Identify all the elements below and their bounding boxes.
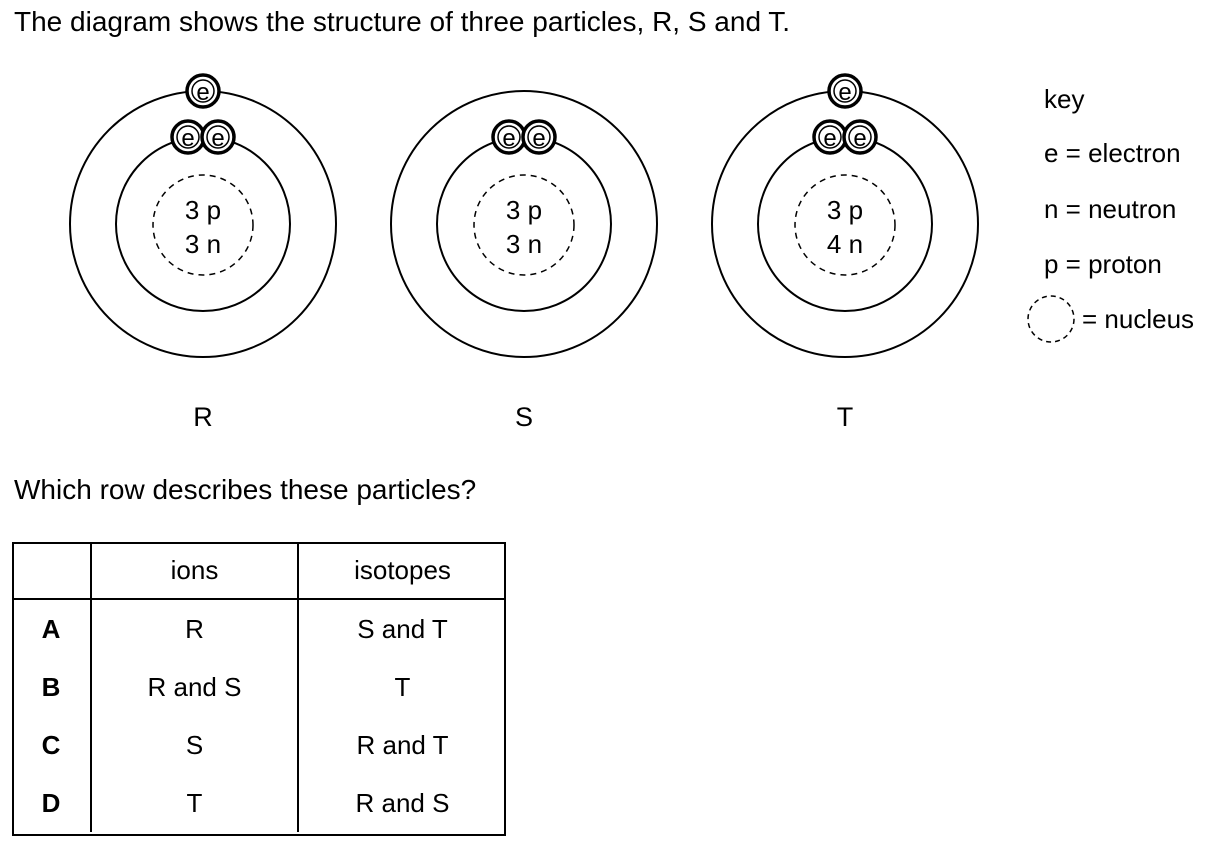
row-isotopes: R and S: [355, 787, 450, 818]
proton-count: 3 p: [506, 195, 542, 225]
electron: e: [521, 119, 557, 155]
table-row: B R and S T: [12, 658, 506, 716]
particle-s: 3 p 3 n e e S: [390, 90, 658, 432]
table-row: A R S and T: [12, 599, 506, 658]
proton-count: 3 p: [185, 195, 221, 225]
electron: e: [812, 119, 848, 155]
electron: e: [842, 119, 878, 155]
electron: e: [185, 73, 221, 109]
svg-text:e: e: [502, 125, 515, 152]
table-row: D T R and S: [12, 774, 506, 832]
electron: e: [827, 73, 863, 109]
answer-table: ions isotopes A R S and T B R and S T C …: [12, 542, 506, 832]
key-neutron: n = neutron: [1044, 194, 1177, 224]
key-nucleus: = nucleus: [1082, 304, 1195, 334]
row-ions: T: [91, 774, 299, 832]
row-isotopes: R and T: [356, 729, 449, 760]
svg-text:e: e: [196, 79, 209, 106]
particle-label: S: [515, 402, 533, 432]
key-nucleus-icon: [1027, 295, 1075, 343]
svg-text:e: e: [853, 125, 866, 152]
svg-text:e: e: [211, 125, 224, 152]
proton-count: 3 p: [827, 195, 863, 225]
nucleus: [794, 174, 896, 276]
row-isotopes: T: [394, 671, 411, 702]
table-header-isotopes: isotopes: [298, 542, 506, 600]
row-ions: R: [91, 599, 299, 658]
svg-text:e: e: [532, 125, 545, 152]
particle-diagram: 3 p 3 n e e e R 3 p 3 n e: [69, 73, 1075, 432]
table-row: C S R and T: [12, 716, 506, 774]
table-header-ions: ions: [91, 542, 299, 600]
neutron-count: 4 n: [827, 229, 863, 259]
table-header-blank: [12, 542, 92, 600]
key-title: key: [1044, 84, 1085, 114]
table-header-row: ions isotopes: [12, 542, 506, 600]
row-letter: D: [12, 774, 92, 832]
svg-text:e: e: [823, 125, 836, 152]
intro-text: The diagram shows the structure of three…: [14, 6, 791, 37]
outer-shell: [390, 90, 658, 358]
particle-label: T: [837, 402, 854, 432]
nucleus: [152, 174, 254, 276]
row-letter: C: [12, 716, 92, 774]
electron: e: [170, 119, 206, 155]
key-proton: p = proton: [1044, 249, 1162, 279]
particle-r: 3 p 3 n e e e R: [69, 73, 337, 432]
question-text: Which row describes these particles?: [14, 474, 477, 505]
nucleus: [473, 174, 575, 276]
row-ions: S: [91, 716, 299, 774]
particle-label: R: [193, 402, 213, 432]
svg-text:e: e: [181, 125, 194, 152]
row-ions: R and S: [91, 658, 299, 716]
row-letter: A: [12, 599, 92, 658]
row-letter: B: [12, 658, 92, 716]
neutron-count: 3 n: [185, 229, 221, 259]
row-isotopes: S and T: [357, 613, 448, 644]
key-electron: e = electron: [1044, 138, 1181, 168]
neutron-count: 3 n: [506, 229, 542, 259]
svg-text:e: e: [838, 79, 851, 106]
electron: e: [491, 119, 527, 155]
electron: e: [200, 119, 236, 155]
particle-t: 3 p 4 n e e e T: [711, 73, 979, 432]
